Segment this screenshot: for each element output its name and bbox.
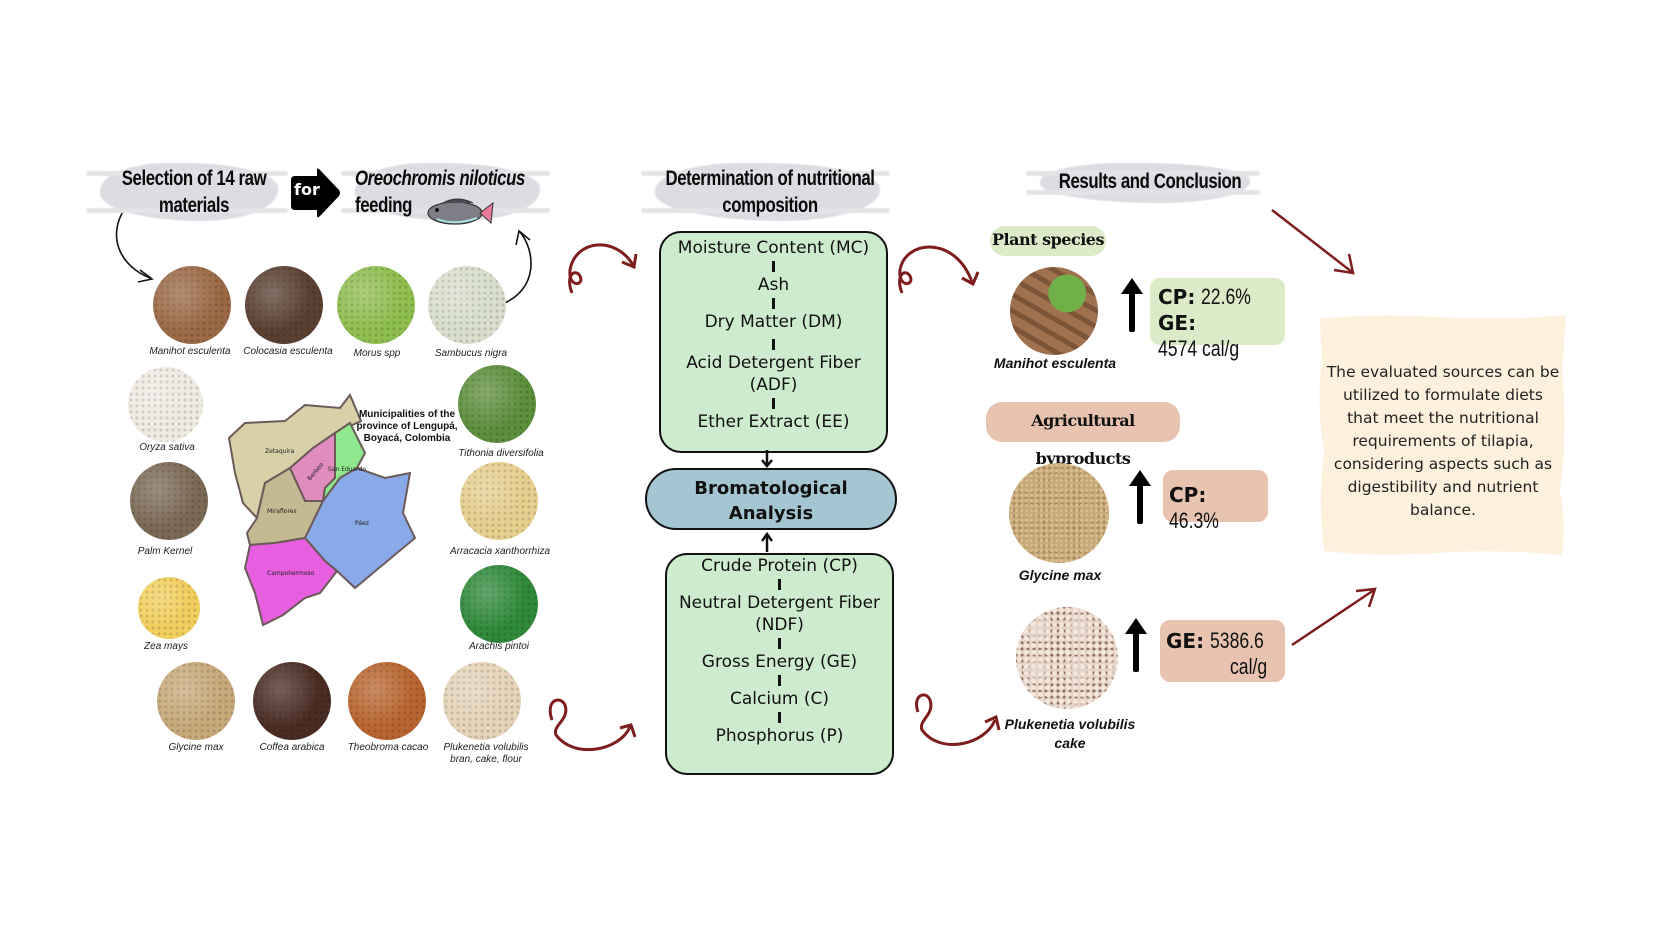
conclusion-text: The evaluated sources can be utilized to… — [1326, 363, 1560, 519]
raw-material-caption: Colocasia esculenta — [243, 346, 333, 357]
red-loop-arrow — [568, 243, 638, 294]
target-heading-line1: Oreochromis niloticus — [355, 167, 525, 190]
result-name: Glycine max — [1018, 567, 1102, 583]
raw-material-caption: Zea mays — [144, 641, 188, 652]
analysis-item: Gross Energy (GE) — [701, 652, 858, 672]
agricultural-byproducts-label: Agricultural byproducts — [986, 402, 1180, 468]
arrow-head — [515, 229, 531, 246]
raw-material-caption: Plukenetia volubilis bran, cake, flour — [443, 742, 529, 765]
connector-tick — [772, 339, 775, 350]
raw-material-caption: Glycine max — [168, 742, 224, 753]
analysis-top-box: Moisture Content (MC) Ash Dry Matter (DM… — [659, 231, 888, 453]
connector-tick — [778, 675, 781, 686]
raw-material-image — [245, 266, 323, 344]
connector-tick — [778, 579, 781, 590]
analysis-item: Calcium (C) — [730, 689, 829, 709]
for-arrow-icon: for — [287, 168, 341, 218]
analysis-item: Dry Matter (DM) — [704, 312, 843, 332]
raw-material-caption: Tithonia diversifolia — [458, 448, 544, 459]
map-title: Municipalities of the province of Lengup… — [356, 409, 458, 444]
raw-material-image — [460, 462, 538, 540]
brush-stroke — [1026, 163, 1260, 203]
tilapia-fish-icon — [427, 198, 494, 225]
raw-material-image — [337, 266, 415, 344]
for-label: for — [294, 180, 320, 199]
raw-material-caption: Oryza sativa — [139, 442, 195, 453]
raw-material-caption: Coffea arabica — [259, 742, 325, 753]
analysis-item: Crude Protein (CP) — [701, 556, 858, 576]
map-label: Páez — [355, 520, 369, 527]
raw-material-image — [458, 365, 536, 443]
bromatological-analysis: Bromatological Analysis — [645, 468, 897, 530]
brush-stroke — [641, 163, 890, 221]
results-heading: Results and Conclusion — [1058, 170, 1242, 193]
increase-arrow-icon — [1121, 278, 1143, 332]
raw-material-image — [157, 662, 235, 740]
red-loop-arrow — [898, 245, 980, 294]
analysis-item: Phosphorus (P) — [715, 726, 844, 746]
up-arrow-icon — [760, 532, 774, 552]
raw-material-caption: Sambucus nigra — [434, 348, 508, 359]
raw-material-image — [138, 577, 200, 639]
red-straight-arrow — [1291, 587, 1377, 647]
map-label: Campohermoso — [267, 570, 315, 577]
target-heading-line2: feeding — [355, 194, 412, 217]
map-label: Zetaquira — [265, 448, 295, 455]
raw-material-image — [128, 367, 203, 442]
raw-material-caption: Arracacia xanthorrhiza — [449, 546, 551, 557]
paper-background — [1319, 315, 1566, 555]
raw-material-image — [130, 462, 208, 540]
selection-heading: Selection of 14 raw materials — [121, 167, 267, 217]
connector-tick — [772, 298, 775, 309]
map-svg: Zetaquira Berbeo San Eduardo Miraflores … — [227, 393, 417, 627]
raw-material-caption: Arachis pintoi — [468, 641, 530, 652]
increase-arrow-icon — [1125, 618, 1147, 672]
raw-material-caption: Morus spp — [353, 348, 401, 359]
result-name: Plukenetia volubilis cake — [1004, 716, 1136, 751]
raw-material-image — [443, 662, 521, 740]
manihot-result-image — [1010, 267, 1098, 355]
glycine-result-image — [1009, 463, 1109, 563]
analysis-bottom-box: Crude Protein (CP) Neutral Detergent Fib… — [665, 553, 894, 775]
red-straight-arrow — [1271, 209, 1355, 275]
curved-arrow-black — [115, 209, 151, 279]
analysis-item: Moisture Content (MC) — [677, 238, 870, 258]
manihot-stats: CP: 22.6% GE: 4574 cal/g — [1150, 278, 1285, 361]
raw-material-image — [253, 662, 331, 740]
arrow-head — [137, 269, 154, 283]
red-loop-arrow — [548, 698, 637, 751]
raw-material-image — [460, 565, 538, 643]
raw-material-image — [348, 662, 426, 740]
plukenetia-stats: GE: 5386.6 cal/g — [1160, 620, 1285, 682]
map-label: San Eduardo — [328, 466, 366, 473]
determination-heading: Determination of nutritional composition — [665, 167, 875, 217]
raw-material-caption: Theobroma cacao — [347, 742, 429, 753]
connector-tick — [778, 638, 781, 649]
analysis-item: Neutral Detergent Fiber (NDF) — [678, 593, 881, 635]
analysis-item: Ash — [757, 275, 790, 295]
analysis-item: Ether Extract (EE) — [697, 412, 850, 432]
connector-tick — [772, 261, 775, 272]
connector-tick — [772, 398, 775, 409]
increase-arrow-icon — [1129, 470, 1151, 524]
analysis-item: Acid Detergent Fiber (ADF) — [686, 353, 861, 395]
result-name: Manihot esculenta — [993, 355, 1117, 371]
raw-material-image — [428, 266, 506, 344]
glycine-stats: CP: 46.3% — [1163, 470, 1268, 533]
plukenetia-result-image — [1016, 607, 1118, 709]
curved-arrow-black — [499, 231, 532, 306]
red-loop-arrow — [915, 693, 1001, 746]
raw-material-caption: Palm Kernel — [137, 546, 193, 557]
connector-tick — [778, 712, 781, 723]
raw-material-caption: Manihot esculenta — [149, 346, 231, 357]
map-label: Miraflores — [267, 508, 297, 515]
raw-material-image — [153, 266, 231, 344]
brush-stroke — [86, 163, 288, 221]
map-region-campohermoso — [243, 536, 339, 627]
plant-species-label: Plant species — [990, 226, 1106, 256]
down-arrow-icon — [761, 450, 773, 468]
conclusion-note: The evaluated sources can be utilized to… — [1316, 311, 1570, 556]
